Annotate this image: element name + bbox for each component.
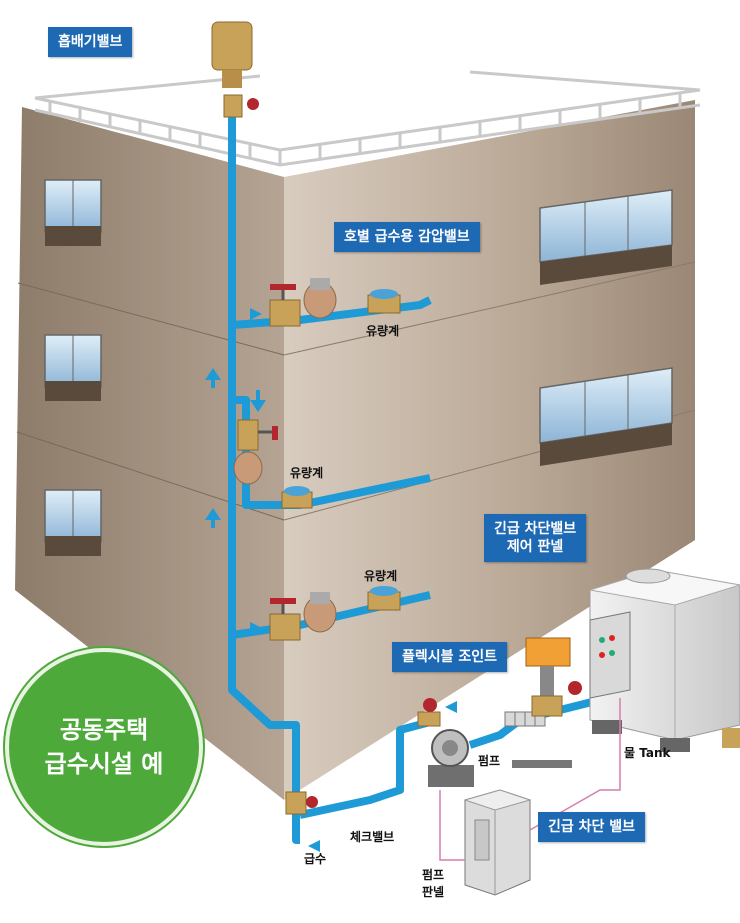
title-badge-line1: 공동주택	[59, 716, 149, 744]
control-wiring	[439, 698, 621, 861]
title-badge: 공동주택 급수시설 예	[5, 648, 203, 846]
emergency-panel-callout-line2: 제어 판넬	[506, 539, 564, 555]
flowmeter-top-label: 유량계	[366, 324, 400, 338]
pressure-reducing-valve-mid	[233, 419, 278, 485]
air-vent-valve	[211, 21, 259, 118]
emergency-control-panel	[589, 611, 631, 699]
arrow-down-icon	[250, 400, 266, 412]
air-vent-valve-callout: 흡배기밸브	[48, 27, 133, 57]
check-valve-label: 체크밸브	[350, 830, 395, 844]
building	[15, 70, 701, 800]
flow-arrows	[205, 308, 457, 852]
pump-panel-label-line2: 판넬	[422, 885, 445, 899]
emergency-panel-callout: 긴급 차단밸브 제어 판넬	[484, 514, 587, 562]
pump	[417, 698, 474, 787]
pump-panel	[463, 789, 532, 896]
arrow-left-icon	[308, 840, 320, 852]
building-left-wall	[15, 107, 284, 800]
emergency-shutoff-callout: 긴급 차단 밸브	[538, 812, 646, 842]
title-badge-line2: 급수시설 예	[44, 750, 164, 778]
emergency-shutoff-valve	[512, 637, 582, 768]
floor2-branch-pipe	[232, 396, 431, 509]
check-valve	[285, 791, 318, 815]
flowmeter-low-label: 유량계	[364, 569, 398, 583]
pressure-reducing-valve-top	[269, 278, 337, 327]
arrow-up-icon	[205, 508, 221, 520]
water-supply-label: 급수	[304, 852, 327, 866]
floor3-branch-pipe	[231, 296, 432, 329]
supply-line-pipe	[292, 805, 300, 844]
arrow-right-icon	[250, 308, 262, 320]
flowmeter-top	[367, 289, 401, 314]
window	[44, 334, 102, 401]
arrow-right-icon	[250, 622, 262, 634]
window	[44, 489, 102, 556]
pressure-reducing-valve-callout: 호별 급수용 감압밸브	[334, 222, 480, 252]
pump-panel-label: 펌프 판넬	[422, 866, 444, 900]
window	[539, 189, 673, 285]
emergency-panel-callout-line1: 긴급 차단밸브	[494, 521, 577, 537]
window	[539, 367, 673, 466]
tank-label: 물 Tank	[624, 746, 671, 760]
arrow-up-icon	[205, 368, 221, 380]
pump-line-pipe	[299, 718, 432, 819]
arrow-left-icon	[445, 701, 457, 713]
pump-label: 펌프	[478, 754, 501, 768]
main-riser-pipe	[228, 105, 300, 800]
flexible-joint-callout: 플렉시블 조인트	[392, 642, 508, 672]
flowmeter-low	[367, 586, 401, 611]
flowmeter-mid-label: 유량계	[290, 466, 324, 480]
window	[44, 179, 102, 246]
pressure-reducing-valve-low	[269, 592, 337, 641]
flowmeter-mid	[281, 486, 313, 509]
pump-panel-label-line1: 펌프	[422, 868, 445, 882]
